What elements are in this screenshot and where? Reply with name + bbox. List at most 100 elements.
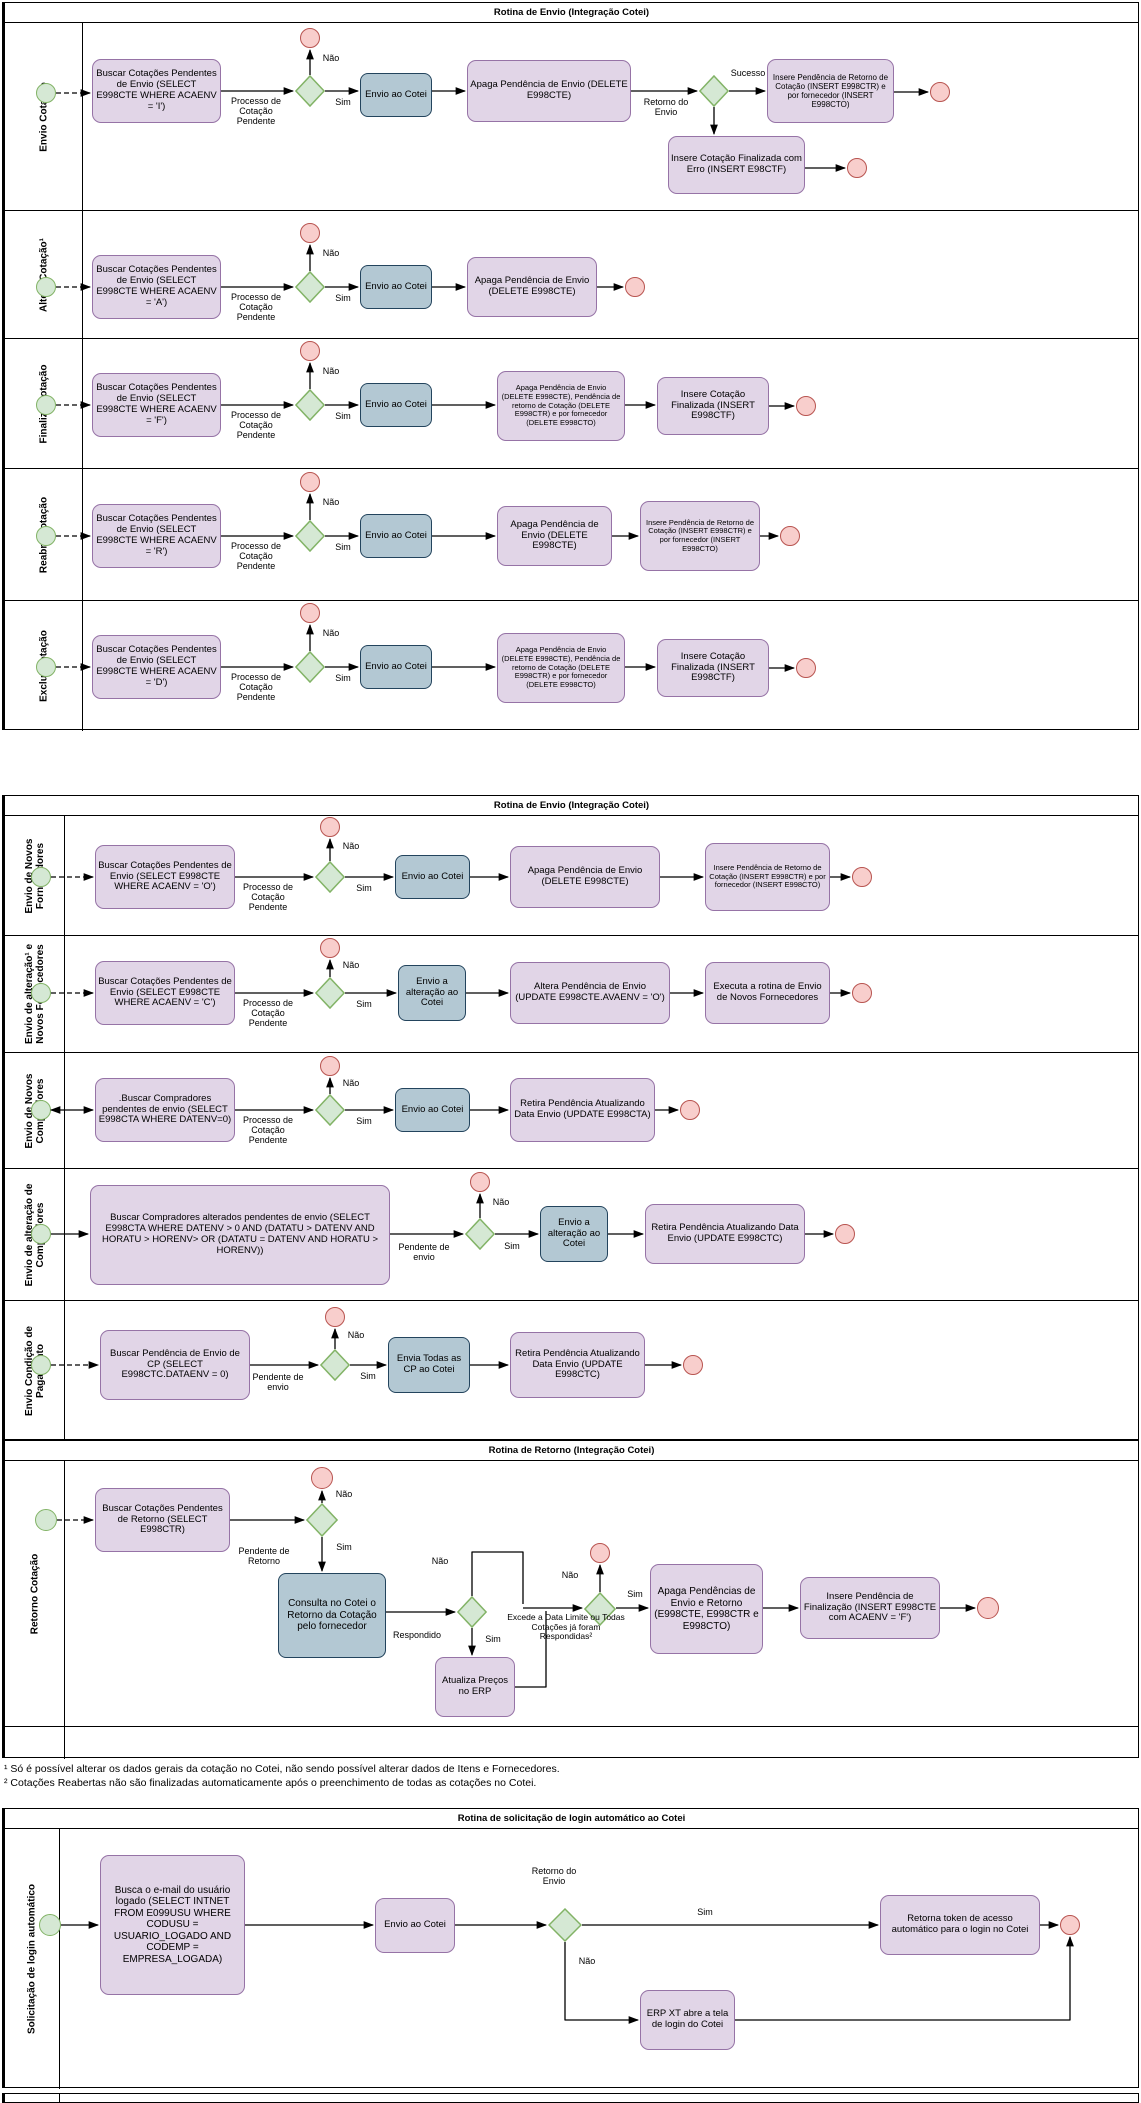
node-text: Buscar Cotações Pendentes de Envio (SELE… [98, 975, 232, 1009]
end-alteracao-fornecedores [852, 983, 872, 1003]
end-nao-excede [590, 1543, 610, 1563]
node-text: Buscar Cotações Pendentes de Envio (SELE… [96, 68, 217, 112]
edge-label: Sim [336, 1542, 352, 1552]
footnotes: ¹ Só é possível alterar os dados gerais … [4, 1763, 560, 1790]
edge-label: Processo de Cotação Pendente [242, 1115, 294, 1146]
node-text: .Buscar Compradores pendentes de envio (… [98, 1092, 232, 1126]
edge-label: Sim [356, 1116, 372, 1126]
edge-label: Não [561, 1570, 579, 1580]
pool-title: Rotina de solicitação de login automátic… [5, 1809, 1138, 1829]
end-condicao-pagamento [683, 1355, 703, 1375]
task-erp-xt-tela-login: ERP XT abre a tela de login do Cotei [640, 1990, 735, 2050]
send-envio-ao-cotei-6: Envio ao Cotei [395, 855, 470, 899]
gateway-pendente-envio-1 [465, 1218, 495, 1250]
edge-label: Pendente de envio [398, 1242, 450, 1263]
edge-label: Não [335, 1489, 353, 1499]
node-text: Buscar Pendência de Envio de CP (SELECT … [110, 1347, 240, 1381]
end-nao-condicao-pagamento [325, 1307, 345, 1327]
task-buscar-cotacoes-envio-d: Buscar Cotações Pendentes de Envio (SELE… [92, 635, 221, 699]
node-text: Envio ao Cotei [365, 529, 427, 541]
task-insere-cotacao-finalizada-2: Insere Cotação Finalizada (INSERT E998CT… [657, 639, 769, 697]
task-buscar-cotacoes-envio-i: Buscar Cotações Pendentes de Envio (SELE… [92, 59, 221, 123]
lane-label-cell: Envio de Novos Fornecedores [5, 816, 65, 935]
send-envia-todas-cp: Envia Todas as CP ao Cotei [388, 1337, 470, 1393]
end-alteracao-compradores [835, 1224, 855, 1244]
node-text: Insere Pendência de Retorno de Cotação (… [772, 72, 889, 110]
end-login-automatico [1060, 1915, 1080, 1935]
gateway-respondido [457, 1596, 487, 1628]
gateway-processo-cotacao-7 [315, 977, 345, 1009]
edge-label: Sim [335, 542, 351, 552]
lane-empty [5, 1727, 1138, 1759]
send-envio-alteracao-cotei-1: Envio a alteração ao Cotei [398, 965, 466, 1021]
task-altera-pendencia-envio: Altera Pendência de Envio (UPDATE E998CT… [510, 962, 670, 1024]
node-text: Consulta no Cotei o Retorno da Cotação p… [287, 1598, 377, 1633]
end-nao-alteracao-compradores [470, 1172, 490, 1192]
task-envio-ao-cotei-login: Envio ao Cotei [375, 1898, 455, 1953]
lane-retorno-cotacao: Retorno Cotação [5, 1461, 1138, 1727]
send-envio-alteracao-cotei-2: Envio a alteração ao Cotei [540, 1206, 608, 1262]
start-reabre-cotacao [36, 526, 56, 546]
node-text: Buscar Cotações Pendentes de Envio (SELE… [96, 382, 217, 426]
end-nao-novos-fornecedores [320, 817, 340, 837]
node-text: Apaga Pendência de Envio (DELETE E998CTE… [527, 865, 643, 887]
task-insere-cotacao-finalizada-erro: Insere Cotação Finalizada com Erro (INSE… [668, 136, 805, 194]
start-exclui-cotacao [36, 657, 56, 677]
edge-label: Não [431, 1556, 449, 1566]
edge-label: Sim [356, 999, 372, 1009]
send-envio-ao-cotei-1: Envio ao Cotei [360, 73, 432, 117]
node-text: Insere Pendência de Retorno de Cotação (… [709, 863, 826, 890]
edge-label: Retorno do Envio [643, 97, 689, 118]
edge-label: Processo de Cotação Pendente [230, 672, 282, 703]
lane-envio-cotacao: Envio Cotação [5, 23, 1138, 211]
gateway-retorno-do-envio [699, 75, 729, 107]
task-buscar-cotacoes-envio-f: Buscar Cotações Pendentes de Envio (SELE… [92, 373, 221, 437]
edge-label: Sim [335, 97, 351, 107]
node-text: Apaga Pendência de Envio (DELETE E998CTE… [470, 79, 628, 101]
start-envio-alteracao-compradores [31, 1224, 51, 1244]
node-text: Busca o e-mail do usuário logado (SELECT… [113, 1884, 232, 1965]
end-nao-exclui-cotacao [300, 603, 320, 623]
task-insere-cotacao-finalizada-1: Insere Cotação Finalizada (INSERT E998CT… [657, 377, 769, 435]
send-envio-ao-cotei-7: Envio ao Cotei [395, 1088, 470, 1132]
edge-label: Sim [360, 1371, 376, 1381]
node-text: Envio ao Cotei [401, 1103, 464, 1115]
task-retorna-token: Retorna token de acesso automático para … [880, 1895, 1040, 1955]
lane-label-cell [5, 1727, 65, 1759]
edge-label: Sim [697, 1907, 713, 1917]
edge-label: Sucesso [730, 68, 766, 78]
gateway-pendente-envio-2 [320, 1349, 350, 1381]
task-retira-pendencia-data-envio-1: Retira Pendência Atualizando Data Envio … [510, 1078, 655, 1142]
node-text: Envia Todas as CP ao Cotei [396, 1353, 462, 1375]
node-text: Insere Pendência de Retorno de Cotação (… [646, 517, 754, 553]
pool-rotina-de-envio-1: Rotina de Envio (Integração Cotei)Envio … [2, 2, 1139, 731]
node-text: Apaga Pendência de Envio (DELETE E998CTE… [474, 275, 590, 297]
pool-partial-bottom [2, 2093, 1139, 2103]
lane-label: Altera Cotação¹ [37, 237, 49, 312]
start-retorno-cotacao [35, 1509, 57, 1531]
node-text: Atualiza Preços no ERP [441, 1675, 508, 1697]
edge-label: Processo de Cotação Pendente [230, 292, 282, 323]
node-text: Envio ao Cotei [365, 88, 427, 100]
task-insere-pendencia-retorno-1: Insere Pendência de Retorno de Cotação (… [767, 59, 894, 123]
task-buscar-cotacoes-envio-o: Buscar Cotações Pendentes de Envio (SELE… [95, 845, 235, 909]
end-nao-novos-compradores [320, 1056, 340, 1076]
edge-label: Não [342, 841, 360, 851]
gateway-processo-cotacao-6 [315, 861, 345, 893]
end-erro-envio-cotacao [847, 158, 867, 178]
gateway-processo-cotacao-1 [295, 75, 325, 107]
pool-title: Rotina de Envio (Integração Cotei) [5, 3, 1138, 23]
task-apaga-pendencias-exclui: Apaga Pendência de Envio (DELETE E998CTE… [497, 633, 625, 703]
edge-label: Sim [335, 673, 351, 683]
node-text: Buscar Cotações Pendentes de Envio (SELE… [96, 513, 217, 557]
node-text: Retira Pendência Atualizando Data Envio … [651, 1222, 799, 1244]
edge-label: Pendente de envio [252, 1372, 304, 1393]
node-text: Executa a rotina de Envio de Novos Forne… [713, 981, 822, 1003]
node-text: Insere Cotação Finalizada (INSERT E998CT… [671, 650, 755, 684]
edge-label: Pendente de Retorno [238, 1546, 290, 1567]
edge-label: Não [322, 366, 340, 376]
task-apaga-pendencia-envio-3: Apaga Pendência de Envio (DELETE E998CTE… [497, 506, 612, 566]
node-text: Retira Pendência Atualizando Data Envio … [514, 1098, 651, 1120]
lane-label-cell: Envio de alteração¹ e Novos Fornecedores [5, 936, 65, 1052]
edge-label: Não [347, 1330, 365, 1340]
